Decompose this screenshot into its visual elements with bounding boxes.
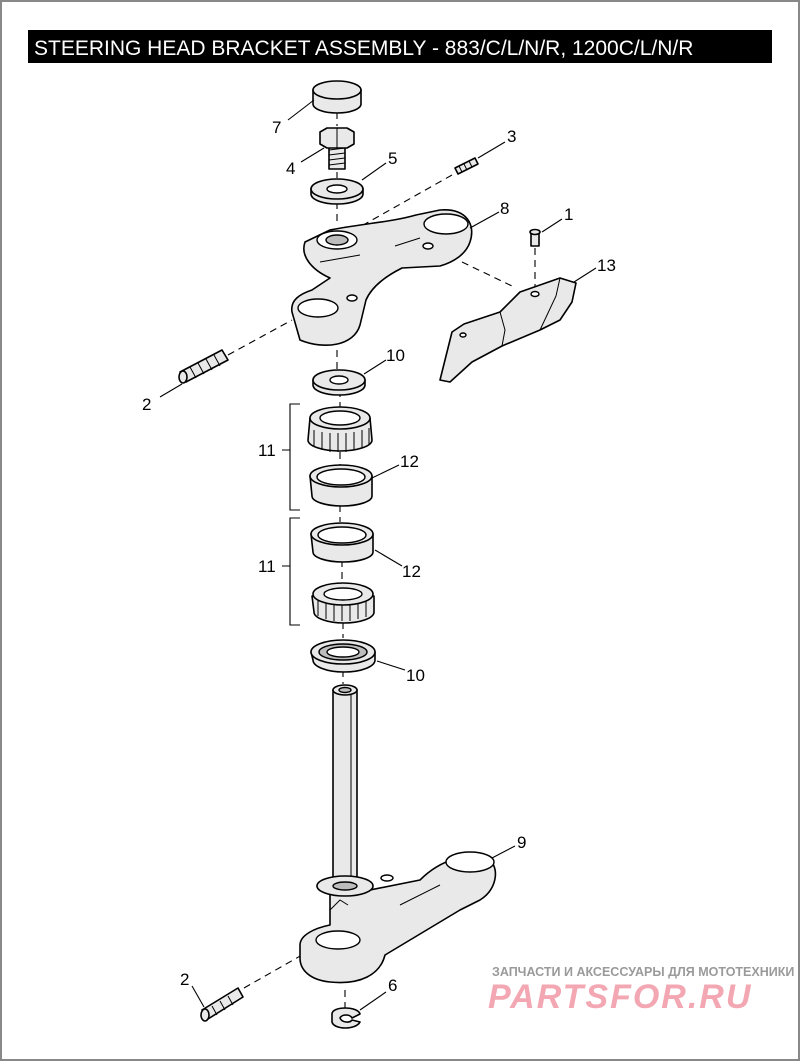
callout-bracket-plate: 13 — [597, 256, 616, 275]
lower-bracket-stem-part — [299, 684, 497, 984]
title-bar: STEERING HEAD BRACKET ASSEMBLY - 883/C/L… — [28, 30, 772, 63]
leader-lines — [159, 99, 597, 1011]
callout-clip: 6 — [388, 976, 397, 995]
upper-bracket-part — [290, 209, 473, 347]
callout-seal-lower: 10 — [406, 666, 425, 685]
callout-screw-top: 3 — [507, 127, 516, 146]
screw-upper-left-part — [178, 349, 229, 384]
watermark: ЗАПЧАСТИ И АКСЕССУАРЫ ДЛЯ МОТОТЕХНИКИ PA… — [488, 965, 794, 1016]
callout-bearing-upper: 11 — [258, 441, 276, 460]
title-background — [28, 30, 772, 63]
clip-part — [331, 1007, 361, 1029]
screw-top-part — [454, 157, 479, 175]
callout-bearing-lower: 11 — [258, 557, 276, 576]
washer-top-part — [310, 178, 364, 205]
callout-screw-upper-left: 2 — [142, 395, 151, 414]
callout-cap: 7 — [272, 118, 281, 137]
callout-upper-bracket: 8 — [500, 199, 509, 218]
callout-screw-lower-left: 2 — [180, 970, 189, 989]
callout-bolt: 4 — [286, 159, 295, 178]
assembly-lines — [227, 112, 536, 1008]
group-brackets — [282, 403, 300, 626]
seal-lower-part — [310, 639, 376, 673]
bolt-part — [319, 127, 355, 170]
race-lower-part — [310, 522, 374, 563]
callout-washer-upper: 10 — [386, 346, 405, 365]
page-title: STEERING HEAD BRACKET ASSEMBLY - 883/C/L… — [34, 37, 693, 60]
bearing-upper-part — [307, 406, 373, 452]
watermark-logo: PARTSFOR.RU — [488, 978, 752, 1016]
bearing-lower-part — [311, 582, 375, 624]
callout-labels: 7 4 3 5 8 1 13 2 10 11 12 11 12 10 9 2 6 — [142, 118, 616, 995]
callout-race-lower: 12 — [402, 562, 421, 581]
screw-small-part — [529, 228, 541, 247]
bracket-plate-part — [439, 277, 577, 383]
race-upper-part — [309, 464, 373, 507]
washer-upper-part — [312, 369, 366, 396]
callout-race-upper: 12 — [400, 452, 419, 471]
screw-lower-left-part — [200, 987, 244, 1022]
cap-part — [312, 80, 362, 114]
callout-washer-top: 5 — [388, 149, 397, 168]
watermark-tagline: ЗАПЧАСТИ И АКСЕССУАРЫ ДЛЯ МОТОТЕХНИКИ — [492, 965, 794, 979]
callout-lower-bracket-stem: 9 — [517, 833, 526, 852]
callout-screw-small: 1 — [564, 205, 573, 224]
